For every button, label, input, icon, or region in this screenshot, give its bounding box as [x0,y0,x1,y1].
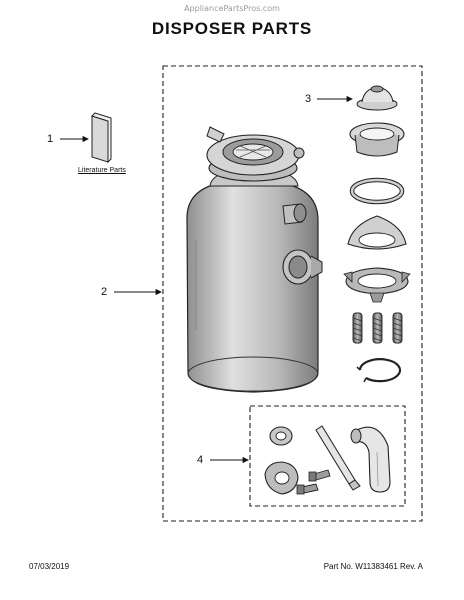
stopper-icon [356,85,398,111]
main-assembly-frame [162,65,423,522]
discharge-gasket-icon [269,426,293,446]
backup-ring-icon [347,215,407,250]
kit-frame [249,405,406,507]
bolts-icon [296,469,331,495]
callout-2: 2 [101,286,108,298]
sink-flange-icon [349,122,405,157]
literature-booklet-icon [91,112,112,164]
page-title: DISPOSER PARTS [151,19,313,38]
wrench-icon [315,425,361,491]
literature-parts-label: Literature Parts [78,167,126,174]
fiber-gasket-icon [349,177,405,205]
mounting-ring-icon [343,267,411,303]
watermark: AppliancePartsPros.com [184,4,280,13]
callout-4: 4 [197,454,204,466]
callout-1: 1 [47,133,54,145]
footer-part-number: Part No. W11383461 Rev. A [323,562,423,571]
disposer-unit-icon [186,126,323,393]
discharge-tube-icon [350,426,391,493]
discharge-flange-icon [264,461,299,495]
mounting-screws-icon [352,312,403,344]
footer-date: 07/03/2019 [29,562,70,571]
snap-ring-icon [356,358,402,383]
callout-3: 3 [305,93,312,105]
